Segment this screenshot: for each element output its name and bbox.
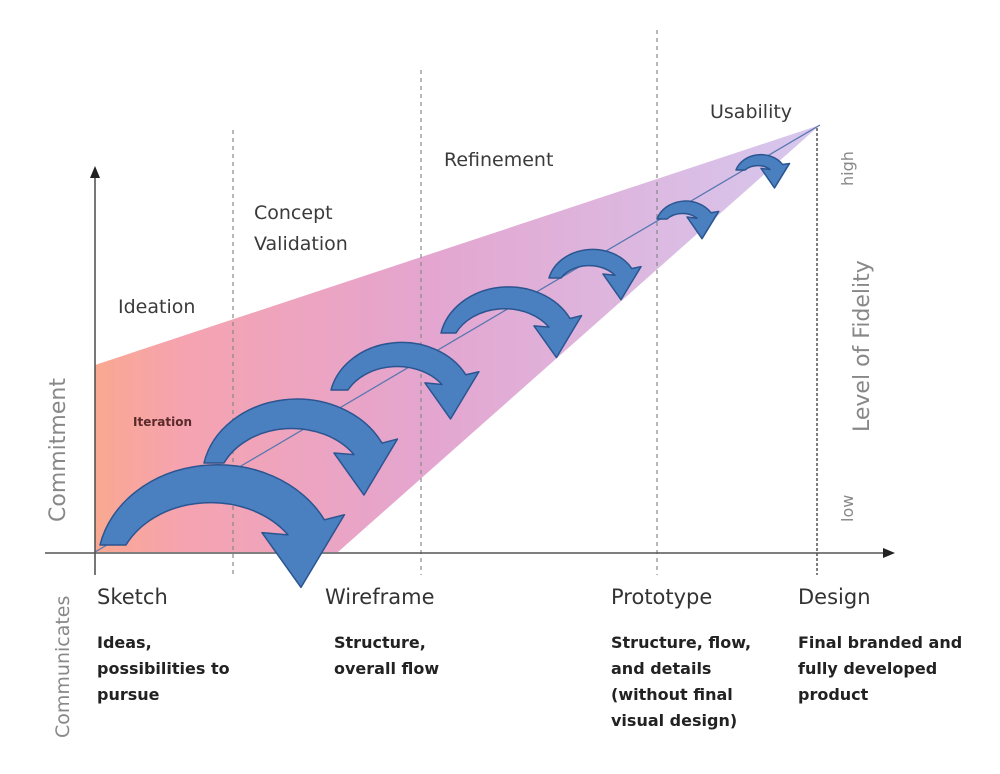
stage-wireframe: Wireframe [325, 585, 435, 609]
commitment-axis-label: Commitment [46, 378, 71, 522]
communicates-label: Communicates [52, 595, 74, 738]
iteration-arrow [735, 153, 791, 189]
x-axis-arrowhead [883, 548, 895, 558]
stage-design: Design [798, 585, 871, 609]
stage-wireframe-description: Structure, overall flow [334, 633, 440, 678]
phase-label-refinement: Refinement [444, 149, 554, 171]
stage-prototype-description: Structure, flow, and details (without fi… [611, 633, 752, 730]
stage-design-description: Final branded and fully developed produc… [798, 633, 963, 704]
fidelity-axis-label: Level of Fidelity [850, 260, 875, 432]
y-axis-arrowhead [90, 166, 100, 178]
fidelity-high-label: high [838, 151, 857, 186]
stage-sketch: Sketch [97, 585, 168, 609]
fidelity-low-label: low [838, 494, 857, 522]
stage-sketch-description: Ideas, possibilities to pursue [97, 633, 230, 704]
iteration-arrow [440, 286, 583, 359]
iteration-arrow [99, 464, 346, 589]
stage-prototype: Prototype [611, 585, 713, 609]
iteration-arrow [656, 200, 720, 240]
iteration-arrow [203, 398, 399, 496]
phase-label-concept-validation: Concept Validation [254, 202, 348, 255]
phase-label-usability: Usability [710, 101, 793, 123]
iteration-arrow [548, 248, 642, 301]
iteration-label: Iteration [133, 415, 192, 429]
iteration-arrow [330, 341, 480, 420]
phase-label-ideation: Ideation [118, 296, 196, 318]
